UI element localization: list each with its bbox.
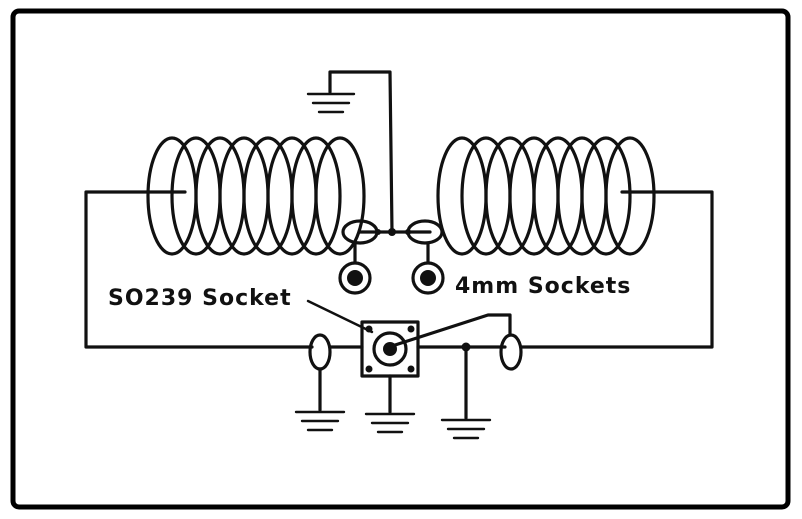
loop-clip-left [308, 333, 332, 371]
so239-socket[interactable] [360, 320, 420, 378]
ground-symbol-left [294, 410, 346, 432]
coil-turn [290, 136, 342, 256]
left-coil [146, 136, 366, 256]
socket-4mm-right[interactable] [411, 261, 445, 295]
right-coil [436, 136, 656, 256]
diagram-frame [10, 8, 791, 510]
junction-dot-top [388, 228, 396, 236]
ground-symbol-right [440, 418, 492, 440]
coil-clip-right [406, 219, 444, 245]
ground-symbol-centre [364, 412, 416, 434]
label-so239-socket: SO239 Socket [108, 286, 292, 311]
outer-loop-wire [84, 190, 714, 349]
socket-4mm-left[interactable] [338, 261, 372, 295]
coil-turn [604, 136, 656, 256]
label-4mm-sockets: 4mm Sockets [455, 274, 631, 299]
so239-feed-wire [390, 313, 512, 348]
top-ground-wire [328, 70, 394, 234]
loop-clip-right [499, 333, 523, 371]
coil-turn [580, 136, 632, 256]
ground-symbol-top [306, 92, 356, 114]
coil-turn [314, 136, 366, 256]
coil-clip-left [341, 219, 379, 245]
